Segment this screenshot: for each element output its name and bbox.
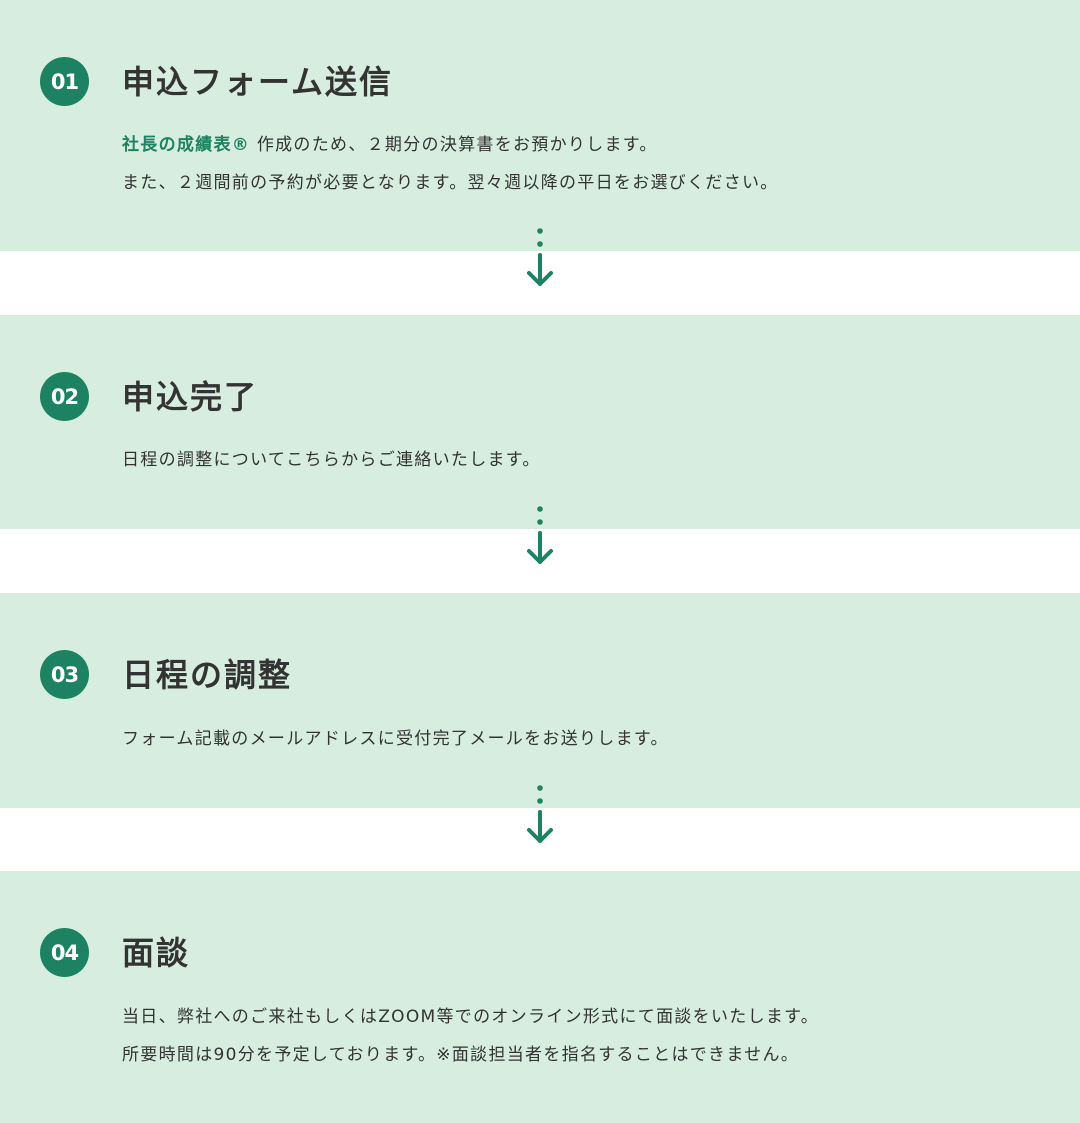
step-description: フォーム記載のメールアドレスに受付完了メールをお送りします。 <box>122 720 669 758</box>
arrow-down-icon <box>527 228 553 286</box>
step-description: 当日、弊社へのご来社もしくはZOOM等でのオンライン形式にて面談をいたします。 … <box>122 998 819 1074</box>
step-3: 03 日程の調整 フォーム記載のメールアドレスに受付完了メールをお送りします。 <box>0 593 1080 808</box>
step-description: 日程の調整についてこちらからご連絡いたします。 <box>122 441 541 479</box>
description-line: 日程の調整についてこちらからご連絡いたします。 <box>122 450 541 470</box>
description-line: 作成のため、２期分の決算書をお預かりします。 <box>250 135 658 155</box>
arrow-down-icon <box>527 785 553 843</box>
step-number-badge: 03 <box>40 650 89 699</box>
step-description: 社長の成績表® 作成のため、２期分の決算書をお預かりします。 また、２週間前の予… <box>122 126 779 202</box>
description-line: 所要時間は90分を予定しております。※面談担当者を指名することはできません。 <box>122 1045 800 1065</box>
step-1: 01 申込フォーム送信 社長の成績表® 作成のため、２期分の決算書をお預かりしま… <box>0 0 1080 251</box>
step-number-badge: 04 <box>40 928 89 977</box>
step-number-badge: 02 <box>40 372 89 421</box>
description-line: また、２週間前の予約が必要となります。翌々週以降の平日をお選びください。 <box>122 173 779 193</box>
brand-highlight: 社長の成績表® <box>122 135 251 155</box>
step-2: 02 申込完了 日程の調整についてこちらからご連絡いたします。 <box>0 315 1080 529</box>
step-title: 申込完了 <box>122 378 259 416</box>
step-4: 04 面談 当日、弊社へのご来社もしくはZOOM等でのオンライン形式にて面談をい… <box>0 871 1080 1123</box>
step-title: 日程の調整 <box>122 656 293 694</box>
step-title: 申込フォーム送信 <box>122 63 394 101</box>
arrow-down-icon <box>527 506 553 564</box>
step-number-badge: 01 <box>40 57 89 106</box>
description-line: 当日、弊社へのご来社もしくはZOOM等でのオンライン形式にて面談をいたします。 <box>122 1007 820 1027</box>
description-line: フォーム記載のメールアドレスに受付完了メールをお送りします。 <box>122 729 669 749</box>
step-title: 面談 <box>122 934 191 972</box>
